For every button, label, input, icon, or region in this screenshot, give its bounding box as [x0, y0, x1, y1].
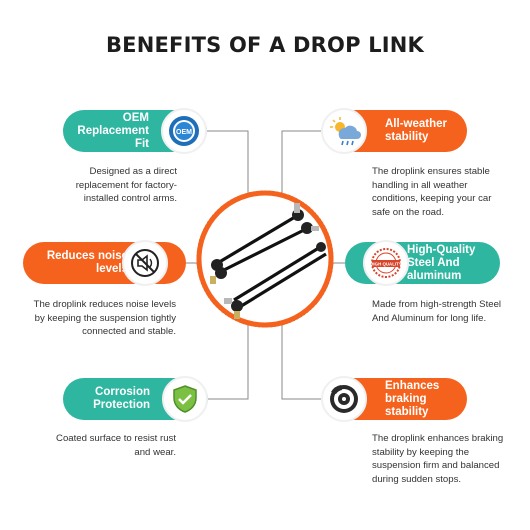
drop-link-product-image [194, 188, 336, 330]
high-quality-steel-description: Made from high-strength Steel And Alumin… [372, 299, 502, 324]
corrosion-protection-description: Coated surface to resist rust and wear. [56, 433, 176, 458]
corrosion-protection-label: Corrosion Protection [93, 386, 150, 411]
weather-icon [321, 108, 367, 154]
page-title: BENEFITS OF A DROP LINK [105, 33, 425, 57]
oem-badge-text: OEM [176, 129, 192, 136]
shield-check-icon [162, 376, 208, 422]
high-quality-steel-label: High-Quality Steel And aluminum [407, 243, 476, 282]
brake-disc-icon [321, 376, 367, 422]
braking-stability-label: Enhances braking stability [385, 379, 440, 418]
high-quality-stamp-text: HIGH QUALITY [370, 262, 402, 267]
reduces-noise-label: Reduces noise levels [46, 250, 128, 275]
reduces-noise-description: The droplink reduces noise levels by kee… [33, 299, 176, 337]
no-noise-icon [122, 240, 168, 286]
oem-description: Designed as a direct replacement for fac… [75, 166, 177, 204]
oem-badge-icon: OEM [161, 108, 207, 154]
high-quality-stamp-icon: HIGH QUALITY [363, 240, 409, 286]
braking-stability-description: The droplink enhances braking stability … [372, 433, 504, 485]
all-weather-description: The droplink ensures stable handling in … [372, 166, 492, 218]
oem-replacement-fit-label: OEM Replacement Fit [77, 111, 149, 150]
all-weather-stability-label: All-weather stability [385, 118, 447, 143]
